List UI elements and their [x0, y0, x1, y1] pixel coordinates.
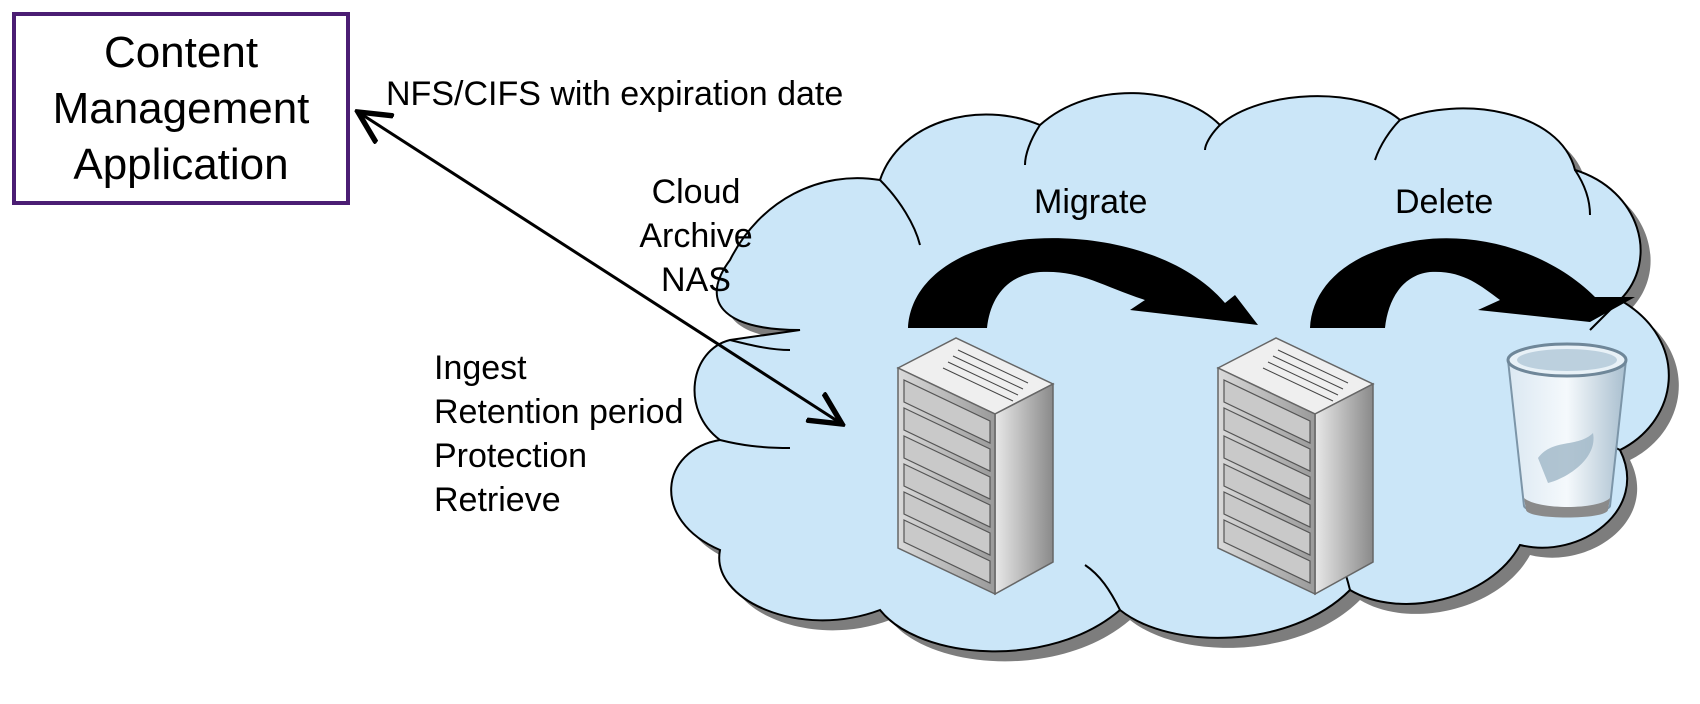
protocol-label: NFS/CIFS with expiration date: [386, 75, 844, 113]
trash-can-icon: [1506, 342, 1628, 518]
delete-arrow: [1310, 238, 1635, 328]
server-icon: [1216, 337, 1375, 596]
app-box-line-2: Management: [52, 83, 310, 133]
app-box-line-1: Content: [103, 27, 259, 77]
content-management-application-box: Content Management Application: [12, 12, 350, 205]
nas-line-2: Archive: [639, 217, 753, 255]
function-protection: Protection: [434, 437, 588, 475]
functions-list: Ingest Retention period Protection Retri…: [434, 346, 684, 522]
nas-line-1: Cloud: [651, 173, 741, 211]
migrate-label: Migrate: [1034, 183, 1148, 221]
migrate-arrow: [908, 238, 1258, 328]
function-retrieve: Retrieve: [434, 481, 561, 519]
delete-label: Delete: [1395, 183, 1494, 221]
app-box-line-3: Application: [73, 139, 289, 189]
connection-arrow: [358, 112, 842, 424]
cloud-archive-nas-label: Cloud Archive NAS: [616, 170, 776, 302]
function-ingest: Ingest: [434, 349, 527, 387]
nas-line-3: NAS: [661, 261, 731, 299]
function-retention-period: Retention period: [434, 393, 684, 431]
server-icon: [896, 337, 1055, 596]
